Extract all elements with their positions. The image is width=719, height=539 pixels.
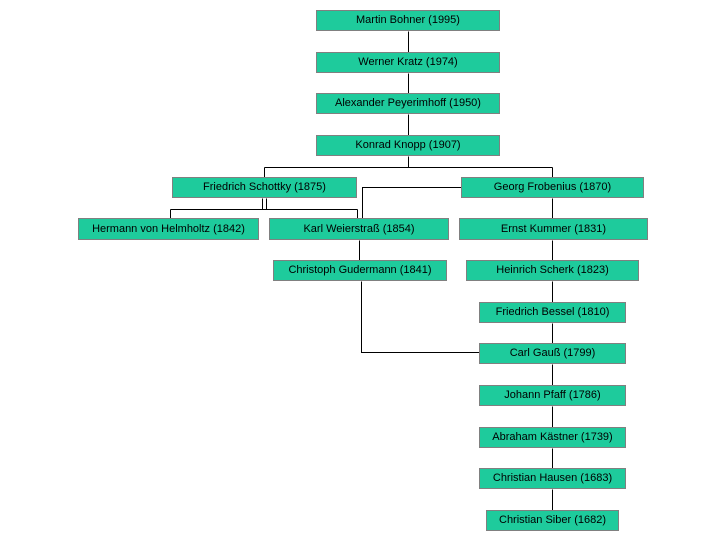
tree-node-peyerimhoff[interactable]: Alexander Peyerimhoff (1950)	[316, 93, 500, 114]
tree-node-knopp[interactable]: Konrad Knopp (1907)	[316, 135, 500, 156]
tree-node-kummer[interactable]: Ernst Kummer (1831)	[459, 218, 648, 240]
tree-node-weierstrass[interactable]: Karl Weierstraß (1854)	[269, 218, 449, 240]
tree-node-label: Werner Kratz (1974)	[358, 56, 458, 68]
tree-node-bessel[interactable]: Friedrich Bessel (1810)	[479, 302, 626, 323]
tree-node-kaestner[interactable]: Abraham Kästner (1739)	[479, 427, 626, 448]
tree-node-label: Konrad Knopp (1907)	[355, 139, 461, 151]
tree-node-hausen[interactable]: Christian Hausen (1683)	[479, 468, 626, 489]
tree-node-label: Christian Hausen (1683)	[492, 472, 613, 484]
tree-node-label: Friedrich Schottky (1875)	[203, 181, 326, 193]
tree-node-gudermann[interactable]: Christoph Gudermann (1841)	[273, 260, 447, 281]
tree-node-label: Friedrich Bessel (1810)	[495, 306, 610, 318]
tree-edge-gudermann-to-gauss	[361, 281, 480, 353]
tree-node-label: Abraham Kästner (1739)	[492, 431, 613, 443]
tree-node-label: Christoph Gudermann (1841)	[288, 264, 432, 276]
tree-node-label: Georg Frobenius (1870)	[493, 181, 612, 193]
tree-edge-frobenius-to-weierstrass	[362, 187, 462, 219]
tree-node-bohner[interactable]: Martin Bohner (1995)	[316, 10, 500, 31]
tree-node-pfaff[interactable]: Johann Pfaff (1786)	[479, 385, 626, 406]
tree-node-label: Martin Bohner (1995)	[356, 14, 460, 26]
tree-node-label: Hermann von Helmholtz (1842)	[92, 222, 245, 235]
tree-node-label: Heinrich Scherk (1823)	[496, 264, 609, 276]
tree-node-label: Alexander Peyerimhoff (1950)	[335, 97, 481, 109]
tree-node-scherk[interactable]: Heinrich Scherk (1823)	[466, 260, 639, 281]
tree-node-gauss[interactable]: Carl Gauß (1799)	[479, 343, 626, 364]
tree-node-frobenius[interactable]: Georg Frobenius (1870)	[461, 177, 644, 198]
tree-node-kratz[interactable]: Werner Kratz (1974)	[316, 52, 500, 73]
tree-node-label: Karl Weierstraß (1854)	[303, 222, 415, 235]
tree-node-label: Christian Siber (1682)	[499, 514, 606, 526]
tree-node-label: Ernst Kummer (1831)	[500, 222, 607, 235]
tree-node-schottky[interactable]: Friedrich Schottky (1875)	[172, 177, 357, 198]
tree-node-siber[interactable]: Christian Siber (1682)	[486, 510, 619, 531]
tree-node-label: Johann Pfaff (1786)	[504, 389, 601, 401]
tree-node-label: Carl Gauß (1799)	[509, 347, 596, 359]
tree-node-helmholtz[interactable]: Hermann von Helmholtz (1842)	[78, 218, 259, 240]
